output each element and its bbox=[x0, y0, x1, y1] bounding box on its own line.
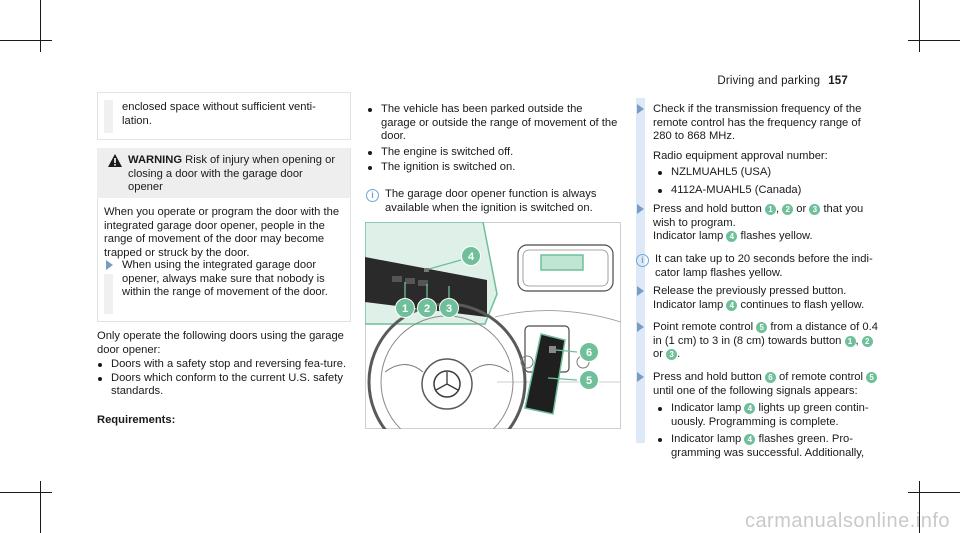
step-press-remote: Press and hold button 6 of remote contro… bbox=[653, 371, 881, 398]
num-5: 5 bbox=[756, 322, 768, 333]
door-list: Doors with a safety stop and reversing f… bbox=[97, 358, 349, 399]
step-press-hold: Press and hold button 1, 2 or 3 that you… bbox=[653, 203, 864, 243]
list-item: The ignition is switched on. bbox=[367, 161, 619, 175]
list-item: NZLMUAHL5 (USA) bbox=[657, 166, 881, 180]
num-6: 6 bbox=[764, 372, 776, 383]
num-4: 4 bbox=[726, 231, 738, 243]
callout-5: 5 bbox=[586, 375, 592, 387]
warning-triangle-icon bbox=[108, 154, 122, 167]
list-item: 4112A-MUAHL5 (Canada) bbox=[657, 184, 881, 198]
info-icon: i bbox=[636, 254, 649, 267]
callout-4: 4 bbox=[468, 251, 475, 263]
list-item: Doors which conform to the current U.S. … bbox=[97, 372, 349, 399]
callout-3: 3 bbox=[446, 303, 452, 315]
num-4: 4 bbox=[744, 434, 756, 446]
num-3: 3 bbox=[666, 349, 678, 361]
step-check-frequency: Check if the transmission frequency of t… bbox=[653, 103, 862, 143]
num-2: 2 bbox=[782, 204, 794, 215]
garage-opener-illustration: 1 2 3 4 5 6 bbox=[365, 222, 621, 429]
warning-step: When using the integrated garage door op… bbox=[122, 259, 328, 299]
step-arrow-icon bbox=[637, 286, 644, 296]
step-bar bbox=[104, 274, 113, 314]
step-release: Release the previously pressed button.In… bbox=[653, 285, 865, 311]
warning-label: WARNING bbox=[128, 154, 183, 166]
list-item: Indicator lamp 4 lights up green contin-… bbox=[657, 402, 881, 429]
approval-label: Radio equipment approval number: bbox=[653, 150, 828, 162]
requirements-heading: Requirements: bbox=[97, 414, 176, 426]
instruction-bar bbox=[636, 98, 645, 443]
continuation-text: enclosed space without sufficient venti-… bbox=[122, 101, 316, 127]
info-icon: i bbox=[366, 189, 379, 202]
step-arrow-icon bbox=[637, 372, 644, 382]
callout-1: 1 bbox=[402, 303, 408, 315]
info-text: The garage door opener function is alway… bbox=[385, 188, 597, 214]
list-item: The vehicle has been parked outside the … bbox=[367, 103, 619, 144]
page-number: 157 bbox=[828, 75, 848, 87]
list-item: Doors with a safety stop and reversing f… bbox=[97, 358, 349, 372]
num-4: 4 bbox=[726, 299, 738, 311]
signal-list: Indicator lamp 4 lights up green contin-… bbox=[657, 402, 881, 460]
list-item: Indicator lamp 4 flashes green. Pro-gram… bbox=[657, 433, 881, 460]
num-1: 1 bbox=[844, 335, 856, 347]
requirements-list: The vehicle has been parked outside the … bbox=[367, 103, 619, 175]
continuation-bar bbox=[104, 100, 113, 133]
num-3: 3 bbox=[809, 204, 821, 215]
step-arrow-icon bbox=[637, 204, 644, 214]
section-title: Driving and parking bbox=[717, 75, 821, 87]
callout-2: 2 bbox=[424, 303, 430, 315]
list-item: The engine is switched off. bbox=[367, 146, 619, 160]
num-1: 1 bbox=[764, 204, 776, 215]
page-header: Driving and parking 157 bbox=[717, 75, 848, 89]
info-text: It can take up to 20 seconds before the … bbox=[655, 253, 873, 279]
warning-header bbox=[97, 148, 350, 198]
num-2: 2 bbox=[861, 335, 873, 347]
num-4: 4 bbox=[744, 403, 756, 414]
callout-6: 6 bbox=[586, 347, 592, 359]
intro-text: Only operate the following doors using t… bbox=[97, 330, 344, 356]
approval-list: NZLMUAHL5 (USA) 4112A-MUAHL5 (Canada) bbox=[657, 166, 881, 197]
warning-title-text: Risk of injury when opening or closing a… bbox=[128, 154, 336, 194]
continuation-box bbox=[97, 92, 351, 140]
watermark: carmanualsonline.info bbox=[744, 510, 950, 533]
step-arrow-icon bbox=[637, 104, 644, 114]
num-5: 5 bbox=[866, 372, 878, 383]
step-point-remote: Point remote control 5 from a distance o… bbox=[653, 321, 878, 361]
warning-title: WARNING Risk of injury when opening or c… bbox=[128, 154, 340, 195]
step-arrow-icon bbox=[637, 322, 644, 332]
warning-body: When you operate or program the door wit… bbox=[104, 206, 340, 259]
step-arrow-icon bbox=[106, 260, 113, 270]
